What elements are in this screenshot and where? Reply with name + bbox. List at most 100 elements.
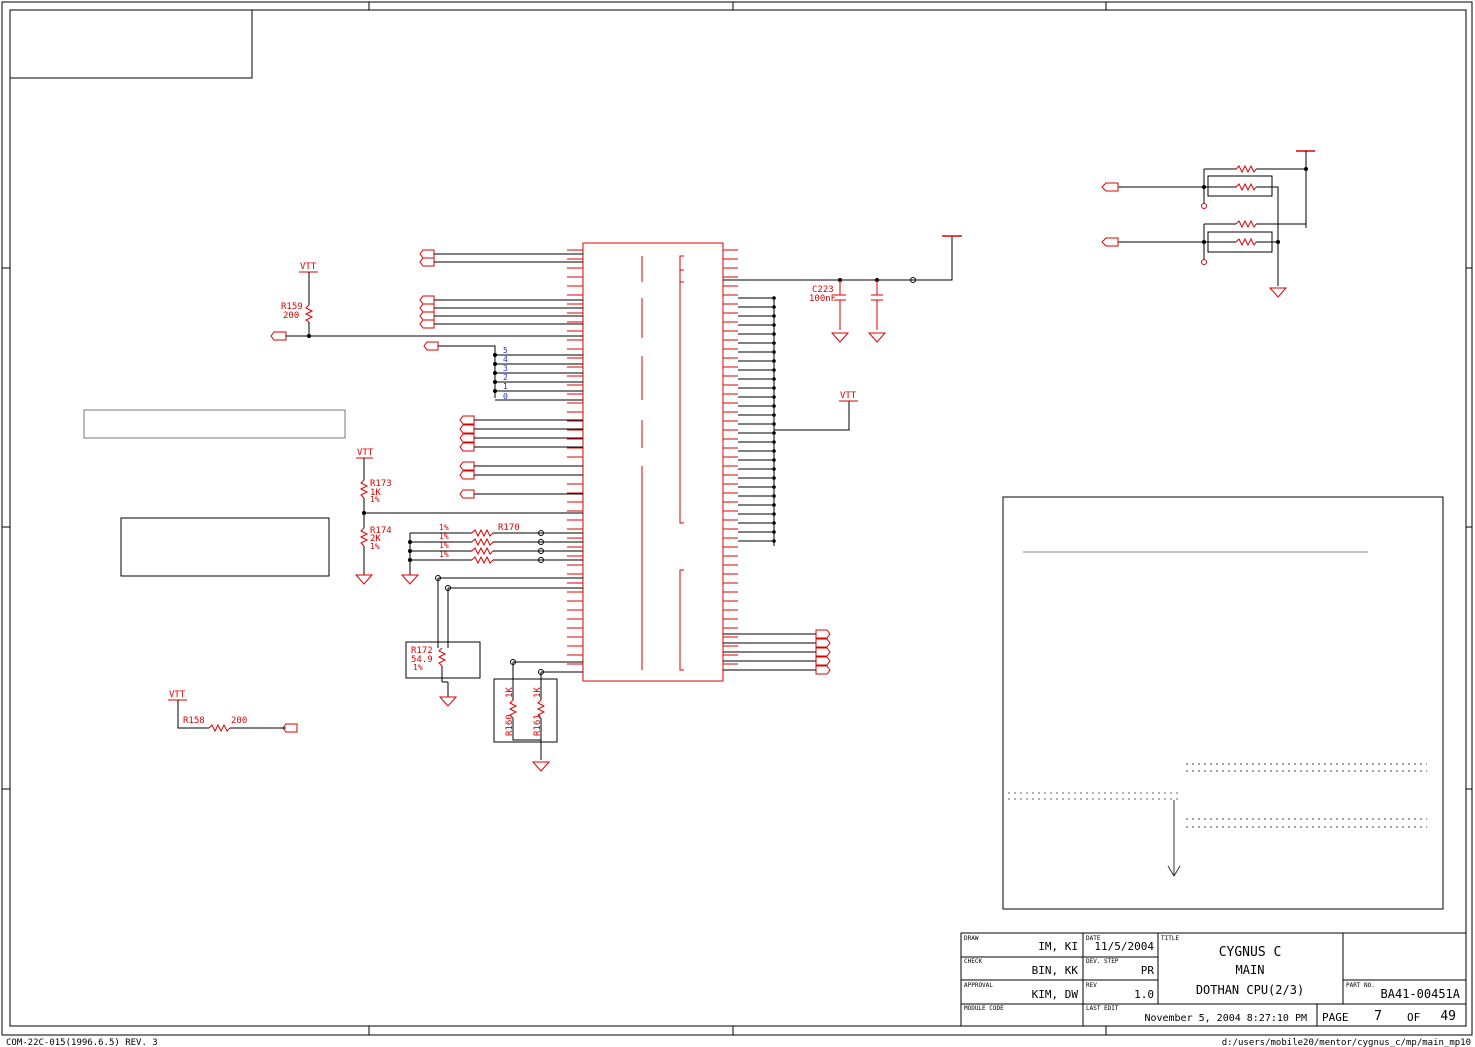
title-line-2: MAIN xyxy=(1236,963,1265,977)
draw-label: DRAW xyxy=(964,935,979,942)
junction-dot xyxy=(772,512,776,516)
routing-note-box xyxy=(1002,496,1444,910)
file-path: d:/users/mobile20/mentor/cygnus_c/mp/mai… xyxy=(1222,1038,1471,1047)
date-label: DATE xyxy=(1086,935,1101,942)
divider-r173-r174: VTT R173 1K 1% R174 2K 1% xyxy=(354,448,583,585)
resistor-r158-group: VTT R158 200 xyxy=(168,690,286,733)
last-edit-label: LAST EDIT xyxy=(1086,1005,1119,1012)
module-code-label: MODULE CODE xyxy=(964,1005,1004,1012)
r173-value: 1K xyxy=(370,488,381,498)
junction-dot xyxy=(772,431,776,435)
cpu-ic-symbol xyxy=(582,242,724,682)
c223-value: 100nF xyxy=(809,294,836,304)
junction-dot xyxy=(772,539,776,543)
note-box-upper xyxy=(83,409,346,439)
junction-dot xyxy=(772,359,776,363)
last-edit-value: November 5, 2004 8:27:10 PM xyxy=(1144,1013,1307,1024)
r170-tol-a: 1% xyxy=(439,523,449,532)
vtt-label: VTT xyxy=(357,448,374,458)
rev-label: REV xyxy=(1086,982,1097,989)
date-value: 11/5/2004 xyxy=(1094,940,1154,953)
r174-value: 2K xyxy=(370,534,381,544)
dev-step-value: PR xyxy=(1141,964,1155,977)
cpu-right-pins xyxy=(723,249,738,665)
cpu-left-pins xyxy=(567,249,583,665)
pin-number-1: 1 xyxy=(503,382,508,391)
junction-dot xyxy=(772,521,776,525)
junction-dot xyxy=(772,503,776,507)
pin-number-5: 5 xyxy=(503,346,508,355)
r174-ref: R174 xyxy=(370,526,392,536)
r170-tol-d: 1% xyxy=(439,550,449,559)
r160-value: 1K xyxy=(505,687,515,698)
pin-number-labels: 5 4 3 2 1 0 xyxy=(503,346,508,401)
junction-dot xyxy=(772,530,776,534)
approval-value: KIM, DW xyxy=(1032,988,1079,1001)
r174-tol: 1% xyxy=(370,542,380,551)
junction-dots-left xyxy=(307,334,497,393)
r159-ref: R159 xyxy=(281,302,303,312)
junction-dot xyxy=(772,485,776,489)
left-signal-connectors xyxy=(270,249,475,733)
junction-dot xyxy=(772,314,776,318)
r161-value: 1K xyxy=(533,687,543,698)
pin-number-3: 3 xyxy=(503,364,508,373)
r170-ref: R170 xyxy=(498,523,520,533)
junction-dot xyxy=(772,386,776,390)
r159-value: 200 xyxy=(283,311,299,321)
page-label: PAGE xyxy=(1322,1011,1349,1024)
resistors-r160-r161: 1K R160 1K R161 xyxy=(493,659,583,772)
r170-tol-c: 1% xyxy=(439,541,449,550)
r172-ref: R172 xyxy=(411,646,433,656)
vtt-label: VTT xyxy=(840,391,857,401)
junction-dot xyxy=(772,404,776,408)
resistor-array-r170: R170 1% 1% 1% 1% xyxy=(400,523,583,585)
junction-dot xyxy=(772,467,776,471)
page-value: 7 xyxy=(1374,1009,1382,1024)
pin-number-4: 4 xyxy=(503,355,508,364)
junction-dot xyxy=(772,305,776,309)
junction-dot xyxy=(772,476,776,480)
junction-dot xyxy=(772,449,776,453)
vtt-bus-power: VTT xyxy=(774,391,858,431)
pin-number-2: 2 xyxy=(503,373,508,382)
junction-dot xyxy=(772,494,776,498)
junction-dot xyxy=(772,413,776,417)
r161-ref: R161 xyxy=(533,714,543,736)
check-label: CHECK xyxy=(964,958,982,965)
junction-dot xyxy=(772,332,776,336)
vtt-symbol-r159: VTT R159 200 xyxy=(281,262,318,336)
corner-note-box xyxy=(9,9,253,79)
of-label: OF xyxy=(1407,1011,1420,1024)
r172-tol: 1% xyxy=(413,663,423,672)
vtt-label: VTT xyxy=(169,690,186,700)
c223-ref: C223 xyxy=(812,285,834,295)
r158-value: 200 xyxy=(231,716,247,726)
rev-value: 1.0 xyxy=(1134,988,1154,1001)
title-block xyxy=(960,932,1467,1027)
resistor-network-top-right xyxy=(1101,150,1315,298)
junction-dot xyxy=(772,440,776,444)
dev-step-label: DEV. STEP xyxy=(1086,958,1119,965)
junction-dot xyxy=(772,377,776,381)
junction-dot xyxy=(772,296,776,300)
note-box-lower xyxy=(120,517,330,577)
title-block-text: DRAW IM, KI CHECK BIN, KK APPROVAL KIM, … xyxy=(964,935,1461,1024)
approval-label: APPROVAL xyxy=(964,982,993,989)
title-line-1: CYGNUS C xyxy=(1219,945,1282,960)
decoupling-caps: C223 100nF xyxy=(723,235,962,343)
right-output-connectors xyxy=(723,629,831,675)
title-label: TITLE xyxy=(1161,935,1179,942)
r158-ref: R158 xyxy=(183,716,205,726)
title-line-3: DOTHAN CPU(2/3) xyxy=(1196,983,1304,997)
r173-tol: 1% xyxy=(370,495,380,504)
left-signal-wires xyxy=(286,253,583,495)
draw-value: IM, KI xyxy=(1038,940,1078,953)
part-no-value: BA41-00451A xyxy=(1381,987,1461,1001)
r160-ref: R160 xyxy=(505,714,515,736)
r173-ref: R173 xyxy=(370,479,392,489)
part-no-label: PART NO. xyxy=(1346,982,1375,989)
junction-dot xyxy=(772,323,776,327)
